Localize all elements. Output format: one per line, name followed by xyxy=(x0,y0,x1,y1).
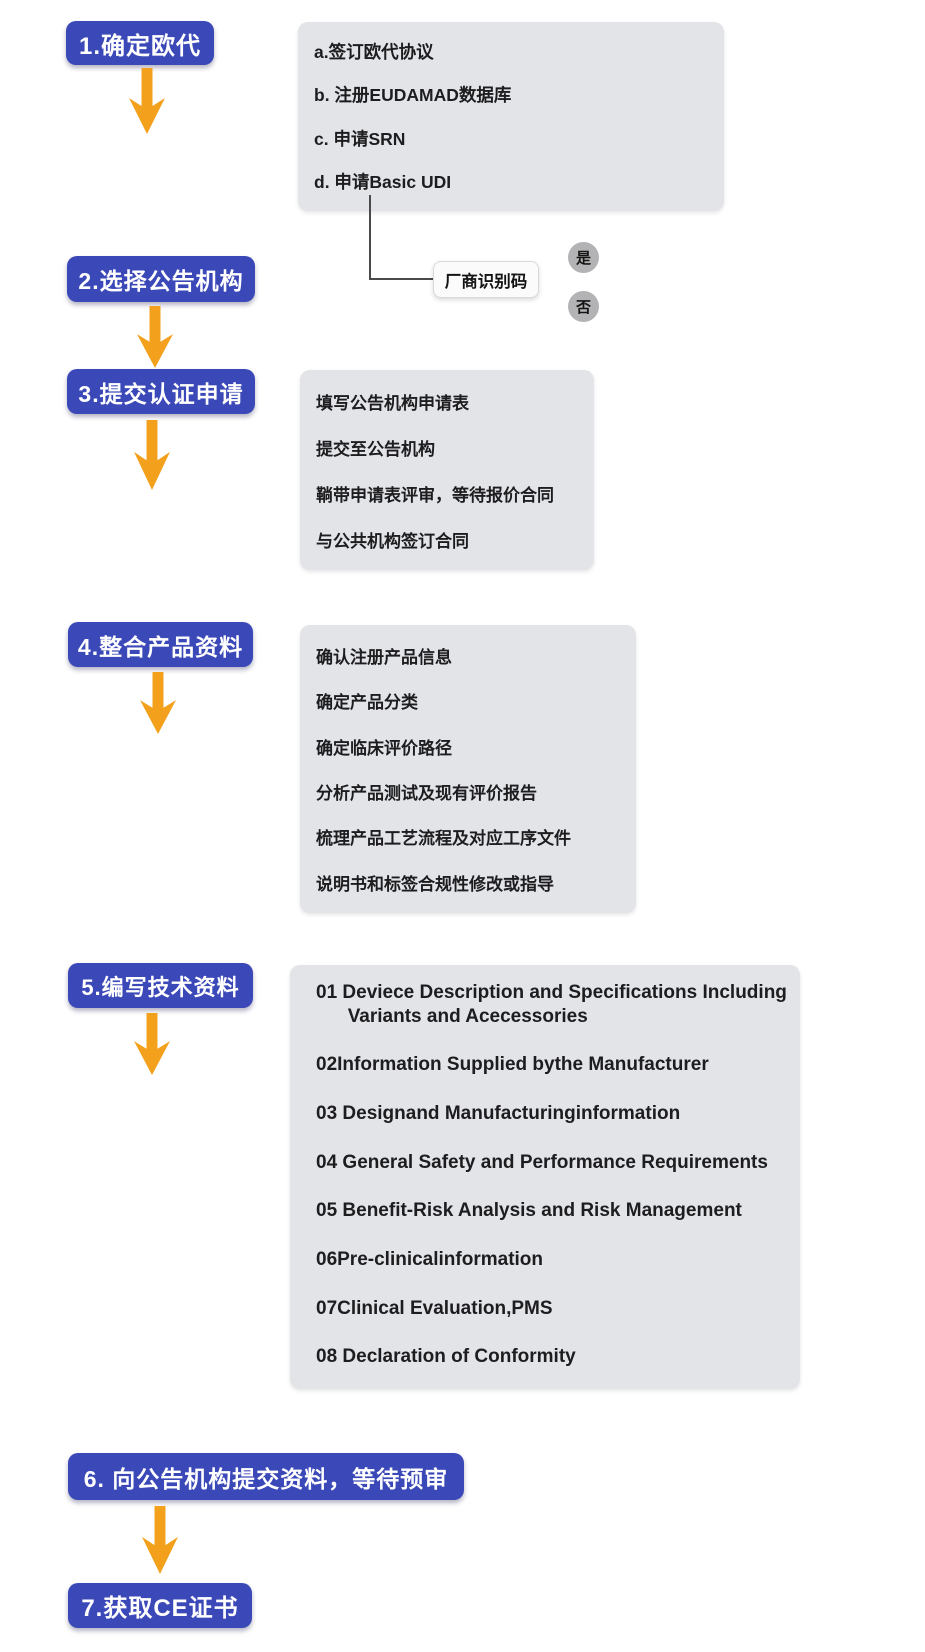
step-6-node: 6. 向公告机构提交资料，等待预审 xyxy=(68,1453,464,1500)
list-item: 08 Declaration of Conformity xyxy=(316,1346,576,1368)
arrow-down-icon xyxy=(132,420,172,490)
arrow-down-icon xyxy=(140,1506,180,1574)
list-item: 分析产品测试及现有评价报告 xyxy=(316,784,537,804)
step-5-details-box: 01 Deviece Description and Specification… xyxy=(290,965,800,1389)
list-item: 03 Designand Manufacturinginformation xyxy=(316,1103,681,1125)
list-item: 说明书和标签合规性修改或指导 xyxy=(316,874,554,894)
list-item: 鞝带申请表评审，等待报价合同 xyxy=(316,485,554,505)
step-5-node: 5.编写技术资料 xyxy=(68,963,253,1008)
step-4-details-box: 确认注册产品信息确定产品分类确定临床评价路径分析产品测试及现有评价报告梳理产品工… xyxy=(300,625,636,913)
list-item: 确定临床评价路径 xyxy=(316,738,452,758)
no-badge: 否 xyxy=(568,291,599,322)
list-item: 07Clinical Evaluation,PMS xyxy=(316,1297,553,1319)
arrow-down-icon xyxy=(132,1013,172,1075)
step-7-node: 7.获取CE证书 xyxy=(68,1583,252,1628)
list-item: 确定产品分类 xyxy=(316,693,418,713)
list-item: 05 Benefit-Risk Analysis and Risk Manage… xyxy=(316,1200,742,1222)
step-1-details-box: a.签订欧代协议 b. 注册EUDAMAD数据库 c. 申请SRN d. 申请Basi… xyxy=(298,22,724,211)
list-item: 提交至公告机构 xyxy=(316,439,435,459)
step-2-node: 2.选择公告机构 xyxy=(67,256,255,302)
step-1-node: 1.确定欧代 xyxy=(66,21,214,65)
arrow-down-icon xyxy=(138,672,178,734)
connector-line xyxy=(369,278,433,280)
list-item: 04 General Safety and Performance Requir… xyxy=(316,1151,768,1173)
manufacturer-id-node: 厂商识别码 xyxy=(433,261,539,298)
list-item: 06Pre-clinicalinformation xyxy=(316,1248,544,1270)
list-item: c. 申请SRN xyxy=(314,128,406,149)
list-item: 01 Deviece Description and Specification… xyxy=(316,982,787,1027)
list-item: 与公共机构签订合同 xyxy=(316,531,469,551)
list-item: 02Information Supplied bythe Manufacture… xyxy=(316,1054,709,1076)
step-3-details-box: 填写公告机构申请表提交至公告机构鞝带申请表评审，等待报价合同与公共机构签订合同 xyxy=(300,370,594,570)
list-item: 填写公告机构申请表 xyxy=(316,393,469,413)
step-3-node: 3.提交认证申请 xyxy=(67,369,255,414)
step-4-node: 4.整合产品资料 xyxy=(68,622,253,667)
list-item: a.签订欧代协议 xyxy=(314,42,434,63)
list-item: 确认注册产品信息 xyxy=(316,648,452,668)
list-item: d. 申请Basic UDI xyxy=(314,171,452,192)
connector-line xyxy=(369,195,371,279)
list-item: 梳理产品工艺流程及对应工序文件 xyxy=(316,829,571,849)
arrow-down-icon xyxy=(135,306,175,368)
arrow-down-icon xyxy=(127,68,167,134)
list-item: b. 注册EUDAMAD数据库 xyxy=(314,85,512,106)
yes-badge: 是 xyxy=(568,242,599,273)
